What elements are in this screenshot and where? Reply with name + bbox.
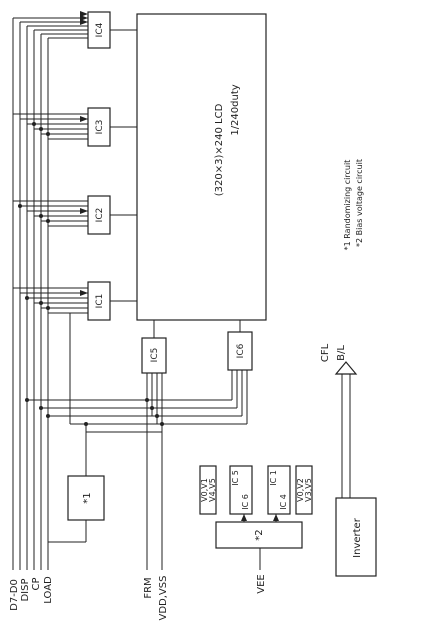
ic6-label: IC6 xyxy=(236,343,246,358)
ic2-group: IC2 xyxy=(13,195,137,235)
bias-voltage-circuit: V0,V1 V4,V5 IC 5 IC 6 IC 1 IC 4 V0,V2 V3… xyxy=(199,465,313,570)
vbox-left-2: V4,V5 xyxy=(208,478,217,502)
bus-lines xyxy=(12,18,49,570)
inverter-label: Inverter xyxy=(352,517,363,558)
bl-label: B/L xyxy=(336,345,347,361)
signal-frm: FRM xyxy=(143,577,154,598)
ic1-label: IC1 xyxy=(95,294,105,309)
inverter-box xyxy=(335,497,377,577)
signal-disp: DISP xyxy=(20,578,31,601)
ic4-group: IC4 xyxy=(13,11,137,49)
signal-vdd: VDD,VSS xyxy=(158,576,169,621)
lcd-label-1: (320×3)×240 LCD xyxy=(214,103,225,196)
x1-box xyxy=(67,475,105,521)
signal-d7d0: D7-D0 xyxy=(9,579,20,611)
vbox-left-1: V0,V1 xyxy=(200,478,209,502)
note-randomizing: *1 Randomizing circuit xyxy=(343,160,352,251)
x2-box xyxy=(215,521,303,549)
ic5-label: IC5 xyxy=(150,348,160,363)
ic5-6-label-b: IC 6 xyxy=(241,494,250,510)
ic3-label: IC3 xyxy=(95,120,105,135)
ic1-ic4-box xyxy=(267,465,291,515)
lcd-panel xyxy=(136,13,267,321)
x1-label: *1 xyxy=(82,492,93,503)
vbox-right-2: V3,V5 xyxy=(304,478,313,502)
ic6-box xyxy=(227,331,253,371)
x2-label: *2 xyxy=(254,529,265,540)
vbox-right-1: V0,V2 xyxy=(296,478,305,502)
randomizing-circuit: *1 xyxy=(48,424,105,543)
ic4-label: IC4 xyxy=(95,22,105,37)
cfl-label: CFL xyxy=(320,343,331,362)
ic2-label: IC2 xyxy=(95,208,105,223)
signal-vee: VEE xyxy=(256,574,267,593)
ic5-ic6-group: IC5 IC6 xyxy=(25,320,253,433)
vbox-right xyxy=(295,465,313,515)
backlight-section: Inverter CFL B/L xyxy=(320,343,377,577)
cfl-arrow xyxy=(334,361,358,375)
note-bias: *2 Bias voltage circuit xyxy=(355,159,364,247)
ic5-6-label-a: IC 5 xyxy=(231,470,240,486)
signal-load: LOAD xyxy=(43,576,54,604)
ic1-group: IC1 xyxy=(13,281,137,321)
ic3-group: IC3 xyxy=(13,107,137,147)
ic1-4-label-b: IC 4 xyxy=(279,494,288,510)
ic5-ic6-box xyxy=(229,465,253,515)
ic5-box xyxy=(141,337,167,374)
signal-cp: CP xyxy=(31,577,42,590)
vbox-left xyxy=(199,465,217,515)
ic1-4-label-a: IC 1 xyxy=(269,470,278,486)
lcd-label-2: 1/240duty xyxy=(230,84,241,135)
